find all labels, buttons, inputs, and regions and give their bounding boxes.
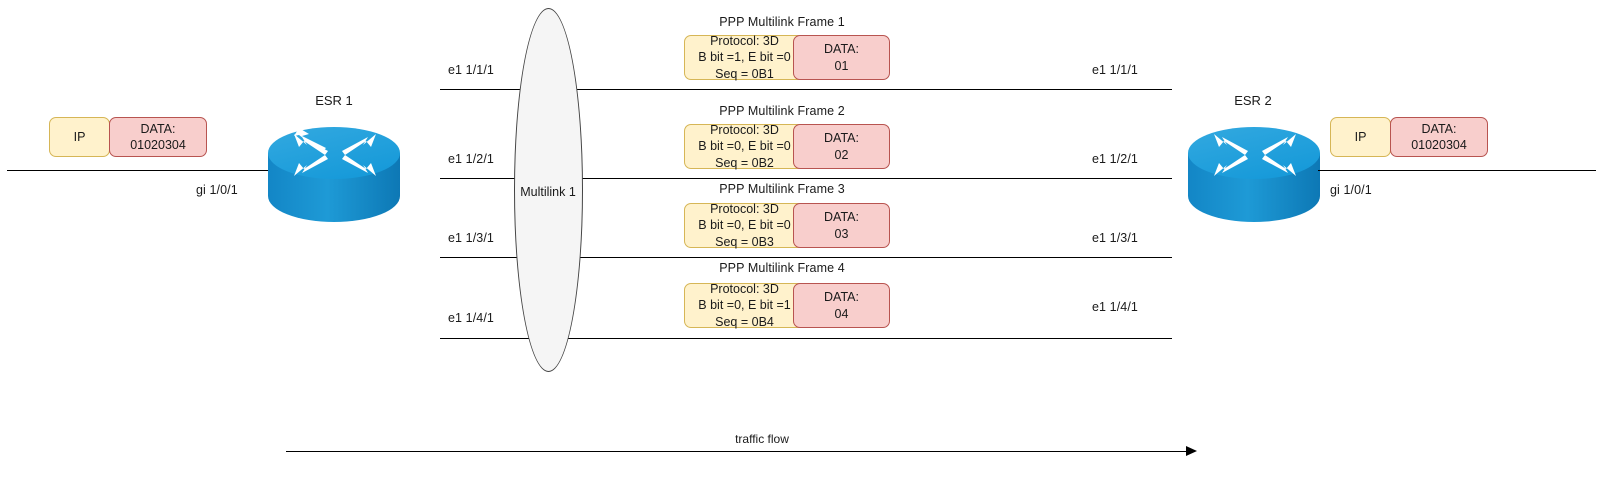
left-router-name: ESR 1 xyxy=(315,93,353,108)
traffic-flow-label: traffic flow xyxy=(735,432,789,446)
left-data-payload-box: DATA: 01020304 xyxy=(109,117,207,157)
router-esr-2-icon xyxy=(1186,120,1322,230)
multilink-bundle-ellipse xyxy=(514,8,583,372)
multilink-bundle-label: Multilink 1 xyxy=(520,185,576,199)
frame-data-box-4: DATA: 04 xyxy=(793,283,890,328)
link-line-4 xyxy=(440,338,1172,339)
frame-header-box-2: Protocol: 3D B bit =0, E bit =0 Seq = 0B… xyxy=(684,123,805,170)
right-interface-label-3: e1 1/3/1 xyxy=(1092,231,1138,245)
left-interface-label-3: e1 1/3/1 xyxy=(448,231,494,245)
link-line-2 xyxy=(440,178,1172,179)
right-ip-header-box: IP xyxy=(1330,117,1391,157)
right-data-payload-box: DATA: 01020304 xyxy=(1390,117,1488,157)
frame-data-box-2: DATA: 02 xyxy=(793,124,890,169)
left-interface-label-1: e1 1/1/1 xyxy=(448,63,494,77)
left-access-link-line xyxy=(7,170,275,171)
frame-header-box-3: Protocol: 3D B bit =0, E bit =0 Seq = 0B… xyxy=(684,202,805,249)
frame-header-box-4: Protocol: 3D B bit =0, E bit =1 Seq = 0B… xyxy=(684,282,805,329)
frame-title-4: PPP Multilink Frame 4 xyxy=(719,261,845,275)
left-ip-header-box: IP xyxy=(49,117,110,157)
traffic-flow-line xyxy=(286,451,1186,452)
frame-title-1: PPP Multilink Frame 1 xyxy=(719,15,845,29)
frame-title-3: PPP Multilink Frame 3 xyxy=(719,182,845,196)
right-interface-label-1: e1 1/1/1 xyxy=(1092,63,1138,77)
left-router-interface-label: gi 1/0/1 xyxy=(196,183,238,197)
frame-data-box-1: DATA: 01 xyxy=(793,35,890,80)
right-router-interface-label: gi 1/0/1 xyxy=(1330,183,1372,197)
frame-data-box-3: DATA: 03 xyxy=(793,203,890,248)
right-interface-label-2: e1 1/2/1 xyxy=(1092,152,1138,166)
traffic-flow-arrowhead xyxy=(1186,446,1197,456)
right-interface-label-4: e1 1/4/1 xyxy=(1092,300,1138,314)
left-interface-label-2: e1 1/2/1 xyxy=(448,152,494,166)
link-line-3 xyxy=(440,257,1172,258)
link-line-1 xyxy=(440,89,1172,90)
right-router-name: ESR 2 xyxy=(1234,93,1272,108)
frame-header-box-1: Protocol: 3D B bit =1, E bit =0 Seq = 0B… xyxy=(684,34,805,81)
frame-title-2: PPP Multilink Frame 2 xyxy=(719,104,845,118)
right-access-link-line xyxy=(1318,170,1596,171)
router-esr-1-icon xyxy=(266,120,402,230)
left-interface-label-4: e1 1/4/1 xyxy=(448,311,494,325)
